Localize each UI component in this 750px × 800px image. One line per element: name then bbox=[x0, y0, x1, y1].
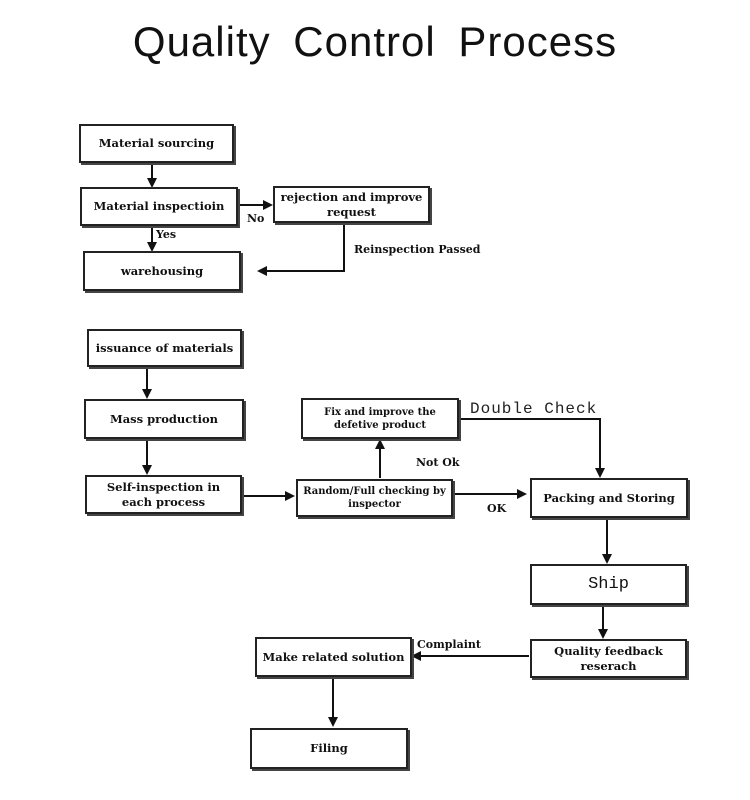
box-self-inspection: Self-inspection in each process bbox=[85, 475, 242, 514]
label-complaint: Complaint bbox=[417, 638, 481, 651]
label-double-check: Double Check bbox=[470, 400, 598, 418]
box-material-inspection: Material inspectioin bbox=[80, 187, 238, 226]
box-fix-improve: Fix and improve the defetive product bbox=[301, 398, 459, 439]
label-ok: OK bbox=[487, 502, 507, 515]
box-random-checking: Random/Full checking by inspector bbox=[296, 479, 453, 517]
box-quality-feedback: Quality feedback reserach bbox=[530, 639, 687, 678]
arrow-fix-to-packing bbox=[459, 418, 605, 478]
page-title: Quality Control Process bbox=[132, 18, 618, 65]
label-no: No bbox=[247, 212, 265, 225]
box-mass-production: Mass production bbox=[84, 399, 244, 439]
label-reinspection-passed: Reinspection Passed bbox=[354, 243, 481, 256]
box-rejection-request: rejection and improve request bbox=[273, 186, 430, 223]
box-issuance-materials: issuance of materials bbox=[87, 329, 242, 367]
box-filing: Filing bbox=[250, 728, 408, 769]
label-yes: Yes bbox=[156, 228, 177, 241]
box-material-sourcing: Material sourcing bbox=[79, 124, 234, 163]
box-packing-storing: Packing and Storing bbox=[530, 478, 688, 518]
label-not-ok: Not Ok bbox=[416, 456, 460, 469]
box-make-solution: Make related solution bbox=[255, 637, 412, 677]
box-ship: Ship bbox=[530, 564, 687, 605]
box-warehousing: warehousing bbox=[83, 251, 241, 291]
arrow-rejection-to-warehousing bbox=[257, 222, 345, 276]
